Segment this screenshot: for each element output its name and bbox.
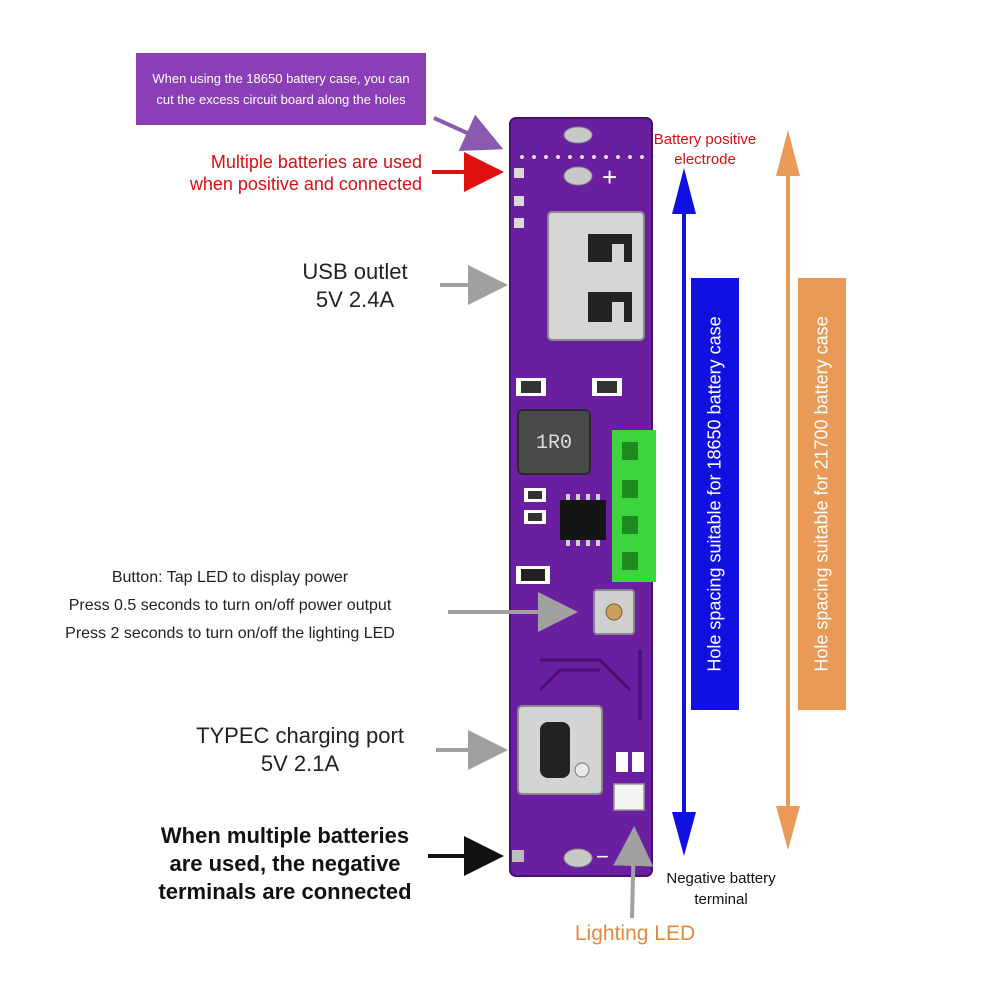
usb-outlet-label: USB outlet 5V 2.4A [270,258,440,314]
battery-positive-line-1: Battery positive [653,131,757,148]
positive-connect-note: Multiple batteries are used when positiv… [140,151,422,195]
usb-contact-1 [588,234,632,262]
button-note-line-3: Press 2 seconds to turn on/off the light… [65,625,395,642]
negative-terminal-label: Negative battery terminal [644,868,798,910]
typec-screw [574,762,590,778]
inductor [517,409,591,475]
blue-arrow-top [672,168,696,214]
negative-connect-line-2: are used, the negative [169,851,401,876]
ic-chip [560,500,606,540]
usb-contact-2 [588,292,632,322]
positive-pad [563,166,593,186]
typec-spec: 5V 2.1A [260,751,340,776]
hole-21700-bar: Hole spacing suitable for 21700 battery … [798,278,846,710]
left-pad-2 [514,196,524,206]
lighting-led-label: Lighting LED [574,922,696,945]
top-mount-hole [563,126,593,144]
negative-terminal-line-1: Negative battery [666,870,776,887]
left-pad-1 [514,168,524,178]
button-note: Button: Tap LED to display power Press 0… [20,564,440,648]
pcb-traces [538,650,642,720]
negative-connect-line-3: terminals are connected [158,879,412,904]
button-note-line-2: Press 0.5 seconds to turn on/off power o… [68,597,392,614]
positive-connect-line-2: when positive and connected [189,174,422,194]
plus-sign: + [602,162,617,192]
negative-terminal-line-2: terminal [694,891,748,908]
hole-18650-bar: Hole spacing suitable for 18650 battery … [691,278,739,710]
smd-components [516,378,644,772]
battery-positive-line-2: electrode [674,151,736,168]
cut-note-line-2: cut the excess circuit board along the h… [156,92,406,107]
left-pad-3 [514,218,524,228]
positive-connect-line-1: Multiple batteries are used [210,152,422,172]
perforation-holes [520,155,644,159]
typec-opening [540,722,570,778]
negative-connect-line-1: When multiple batteries [160,823,410,848]
negative-pad [563,848,593,868]
minus-sign: − [596,844,609,869]
blue-arrow-bottom [672,812,696,856]
cut-note-arrow [433,114,504,152]
negative-connect-note: When multiple batteries are used, the ne… [140,822,430,906]
button-note-line-1: Button: Tap LED to display power [111,569,349,586]
typec-title: TYPEC charging port [196,723,404,748]
negative-left-pad [512,850,524,862]
lighting-led [613,783,645,811]
battery-positive-label: Battery positive electrode [640,130,770,170]
orange-arrow-bottom [776,806,800,850]
orange-arrow-top [776,130,800,176]
cut-note-box: When using the 18650 battery case, you c… [136,53,426,125]
ic-pins [566,494,600,546]
usb-outlet-title: USB outlet [302,259,408,284]
cut-note-line-1: When using the 18650 battery case, you c… [152,71,410,86]
typec-label: TYPEC charging port 5V 2.1A [170,722,430,778]
indicator-leds [622,442,638,570]
lighting-led-arrow [613,826,654,919]
inductor-label: 1R0 [536,432,572,455]
usb-outlet-spec: 5V 2.4A [315,287,395,312]
push-button-cap [605,603,623,621]
